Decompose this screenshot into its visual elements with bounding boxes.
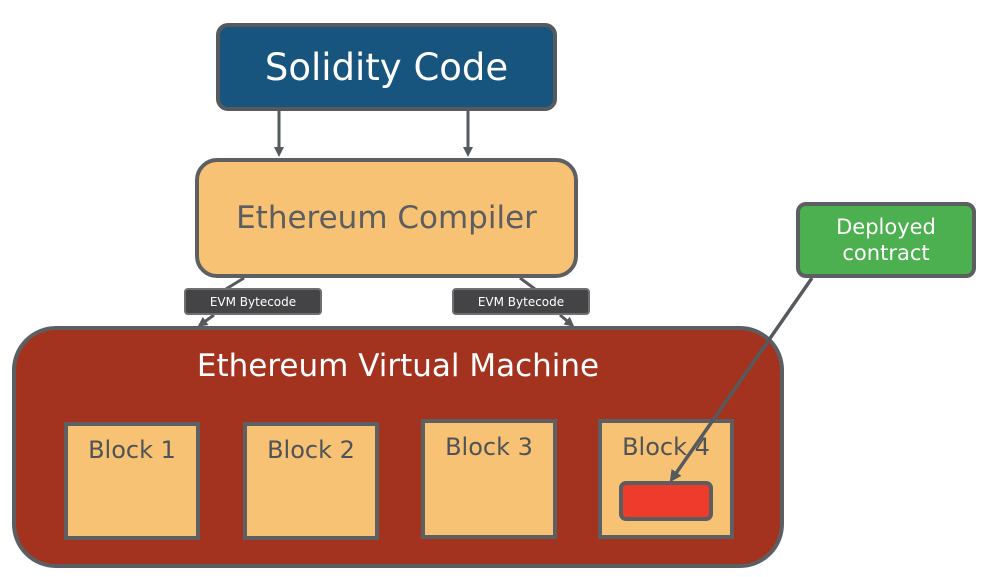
evm-bytecode-badge-right: EVM Bytecode	[452, 288, 590, 315]
block-1-label: Block 1	[88, 436, 176, 464]
block-2-box: Block 2	[243, 422, 379, 540]
ethereum-virtual-machine-label: Ethereum Virtual Machine	[196, 348, 600, 384]
block-3-box: Block 3	[421, 419, 557, 539]
deployed-contract-label-line1: Deployed	[836, 215, 936, 239]
evm-bytecode-label-right: EVM Bytecode	[477, 294, 565, 309]
deployed-contract-box: Deployed contract	[796, 202, 976, 278]
deployed-contract-marker	[619, 481, 713, 521]
ethereum-compiler-label: Ethereum Compiler	[236, 200, 537, 236]
block-1-box: Block 1	[64, 422, 200, 540]
evm-bytecode-badge-left: EVM Bytecode	[184, 288, 322, 315]
block-3-label: Block 3	[445, 433, 533, 461]
deployed-contract-label-line2: contract	[842, 241, 930, 265]
evm-bytecode-label-left: EVM Bytecode	[209, 294, 297, 309]
arrow-bytecode-to-evm-left	[197, 313, 215, 327]
block-4-box: Block 4	[598, 419, 734, 539]
ethereum-compiler-box: Ethereum Compiler	[195, 158, 578, 278]
block-2-label: Block 2	[267, 436, 355, 464]
block-4-label: Block 4	[622, 433, 710, 461]
solidity-code-box: Solidity Code	[216, 23, 557, 111]
solidity-code-label: Solidity Code	[264, 45, 509, 89]
arrow-bytecode-to-evm-right	[559, 313, 575, 327]
